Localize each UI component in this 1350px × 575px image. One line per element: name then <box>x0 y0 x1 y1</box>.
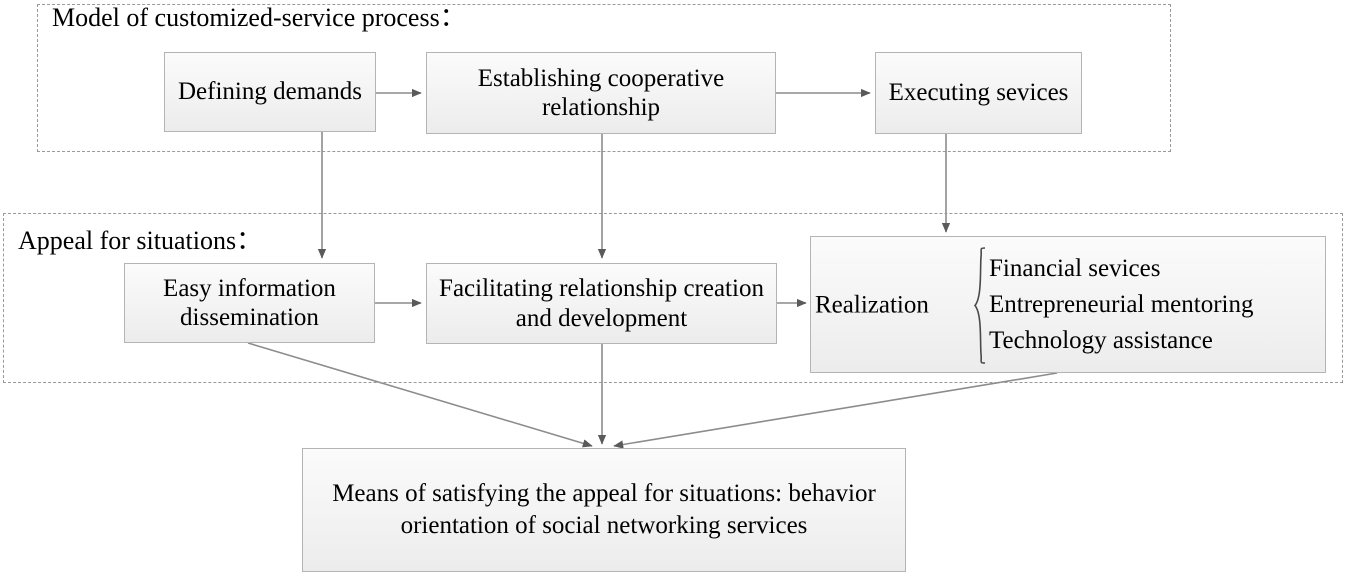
node-realization[interactable]: Realization Financial sevices Entreprene… <box>810 236 1326 373</box>
node-realization-item-financial: Financial sevices <box>989 254 1161 282</box>
node-easy-information-dissemination-label: Easy information dissemination <box>163 274 336 332</box>
group-frame-process <box>37 4 1171 152</box>
group-label-appeal: Appeal for situations： <box>18 226 263 255</box>
edge-realization-to-means <box>613 372 1058 449</box>
node-means-of-satisfying-appeal[interactable]: Means of satisfying the appeal for situa… <box>302 448 906 572</box>
curly-brace-icon <box>973 247 986 364</box>
node-easy-information-dissemination[interactable]: Easy information dissemination <box>124 263 375 343</box>
node-realization-label: Realization <box>815 290 929 318</box>
node-facilitating-relationship-label: Facilitating relationship creation and d… <box>439 275 764 332</box>
group-label-process: Model of customized-service process： <box>52 3 466 32</box>
node-means-of-satisfying-appeal-label: Means of satisfying the appeal for situa… <box>332 479 876 540</box>
node-establishing-cooperative-relationship[interactable]: Establishing cooperative relationship <box>426 52 776 134</box>
node-realization-item-list: Financial sevices Entrepreneurial mentor… <box>989 237 1253 372</box>
node-realization-item-technology: Technology assistance <box>989 326 1213 354</box>
node-realization-item-mentoring: Entrepreneurial mentoring <box>989 290 1254 318</box>
group-frame-appeal <box>3 213 1343 383</box>
node-facilitating-relationship[interactable]: Facilitating relationship creation and d… <box>426 263 777 344</box>
node-defining-demands[interactable]: Defining demands <box>164 52 376 132</box>
node-executing-services[interactable]: Executing sevices <box>875 52 1082 134</box>
node-establishing-cooperative-relationship-label: Establishing cooperative relationship <box>477 64 725 122</box>
node-defining-demands-label: Defining demands <box>178 78 362 106</box>
node-executing-services-label: Executing sevices <box>888 79 1069 107</box>
